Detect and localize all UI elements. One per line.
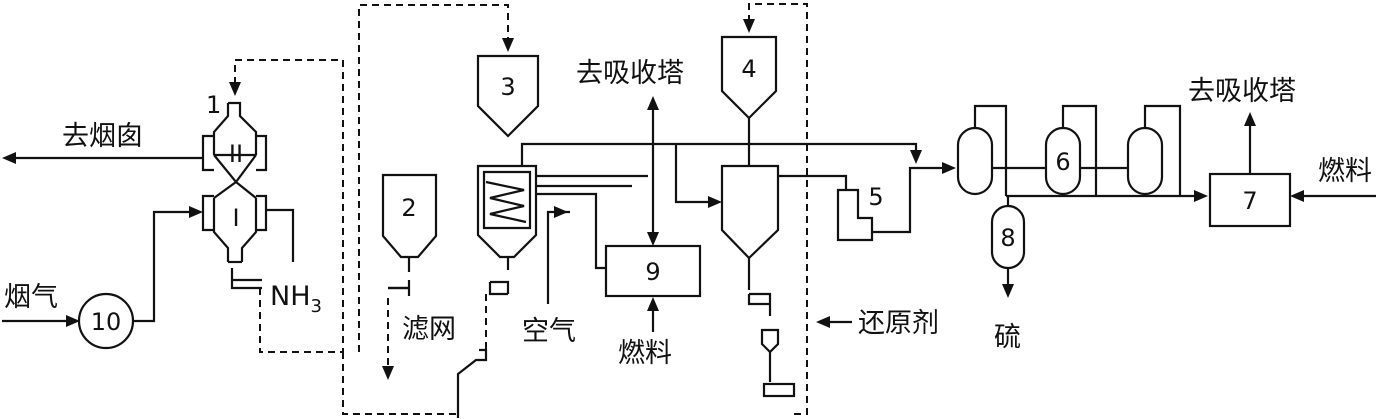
nh3-label: NH3 <box>270 281 322 317</box>
regen-to-furnace-line <box>536 192 606 270</box>
incinerator-inlet-arrow <box>1194 190 1208 202</box>
chimney-label: 去烟囱 <box>62 121 143 152</box>
unit-2-label: 2 <box>401 194 416 222</box>
filter-arrow <box>382 366 394 380</box>
cyclone-5 <box>836 188 874 242</box>
dashed-loop-hopper-4 <box>748 3 808 415</box>
cross-line-to-separator <box>536 144 712 204</box>
unit-5-label: 5 <box>868 183 883 211</box>
reactor-inlet-arrow <box>229 82 241 96</box>
dashed-loop-to-hopper-3 <box>358 4 509 352</box>
unit-4-label: 4 <box>741 55 756 83</box>
chute-bottom <box>456 348 488 418</box>
unit-9-label: 9 <box>645 258 660 286</box>
reducing-agent-label: 还原剂 <box>858 308 939 339</box>
flue-gas-arrow <box>66 315 80 327</box>
main-header-line <box>520 142 918 166</box>
fan-outlet-line <box>133 210 194 323</box>
fan-outlet-arrow <box>189 206 203 218</box>
reactor-overhead-line <box>778 174 848 190</box>
air-label: 空气 <box>522 316 576 347</box>
separator-feed-arrow <box>942 162 956 174</box>
unit-10-label: 10 <box>91 308 122 336</box>
air-line <box>546 210 570 304</box>
hopper-2 <box>381 173 438 259</box>
absorber-right-arrow <box>1244 112 1256 126</box>
incinerator-7 <box>1208 172 1292 228</box>
flue-gas-label: 烟气 <box>4 282 58 313</box>
to-absorber-top-label: 去吸收塔 <box>576 58 684 89</box>
reactor-1: II I <box>201 101 295 290</box>
absorber-top-arrow-up <box>647 96 659 110</box>
unit-7-label: 7 <box>1242 187 1257 215</box>
reducing-agent-arrow <box>816 316 830 328</box>
furnace-inlet-arrow <box>647 232 659 246</box>
hopper-3 <box>476 54 540 138</box>
unit-3-label: 3 <box>500 73 515 101</box>
hopper-4-inlet-arrow <box>743 19 755 33</box>
sulfur-outlet-arrow <box>1002 284 1014 298</box>
dashed-return-to-reactor <box>234 59 344 353</box>
dashed-bottom-return <box>342 352 459 415</box>
header-down-arrow <box>910 150 922 164</box>
condenser-a <box>956 104 1008 196</box>
hopper-3-inlet-arrow <box>502 38 514 52</box>
regenerator <box>476 164 538 296</box>
unit-8-label: 8 <box>1000 224 1015 252</box>
fuel-9-arrow <box>647 297 659 311</box>
furnace-9 <box>604 244 702 298</box>
fuel-9-label: 燃料 <box>618 338 672 369</box>
to-absorber-right-label: 去吸收塔 <box>1188 76 1296 107</box>
reactor-section-i-label: I <box>232 204 239 232</box>
air-arrow <box>554 206 568 218</box>
chimney-arrow <box>2 152 16 164</box>
reduction-reactor <box>720 164 796 398</box>
sulfur-label: 硫 <box>994 322 1021 353</box>
fuel-7-arrow <box>1290 190 1304 202</box>
condenser-6 <box>1044 104 1098 196</box>
reactor-section-ii-label: II <box>229 140 243 168</box>
hopper-4 <box>720 35 778 120</box>
filter-label: 滤网 <box>402 314 456 345</box>
condenser-b <box>1126 104 1182 196</box>
unit-1-label: 1 <box>206 91 221 119</box>
fuel-7-label: 燃料 <box>1318 156 1372 187</box>
hopper-2-outlet <box>388 257 411 296</box>
unit-6-label: 6 <box>1055 148 1070 176</box>
cyclone-outlet-line <box>872 166 948 234</box>
separator-inlet-arrow <box>708 196 722 208</box>
